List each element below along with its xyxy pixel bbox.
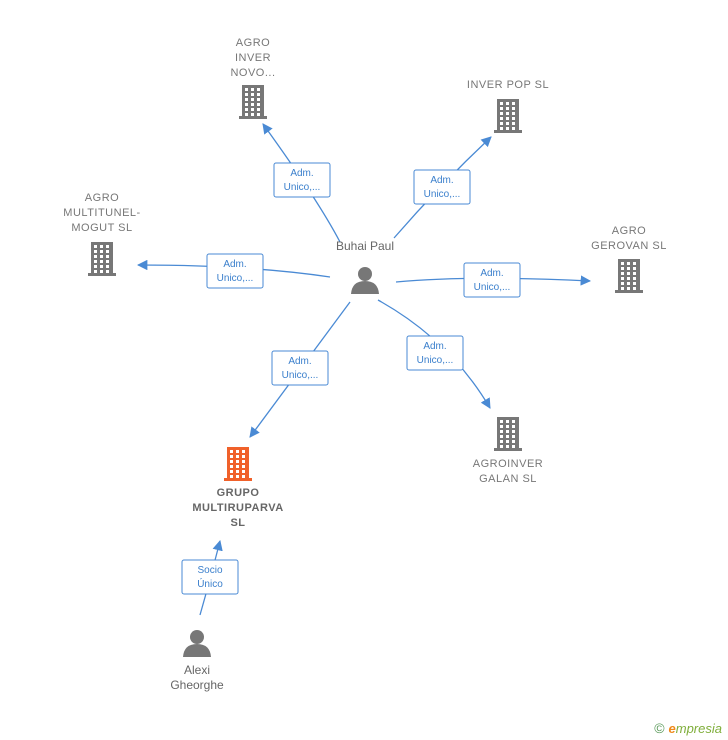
relation-label-text: Adm.: [290, 168, 313, 179]
company-node-agro-gerovan[interactable]: AGRO GEROVAN SL: [591, 225, 667, 293]
company-name: AGRO: [85, 192, 119, 204]
person-name: Buhai Paul: [336, 239, 394, 253]
company-name: MULTIRUPARVA: [192, 502, 283, 514]
company-name: INVER POP SL: [467, 79, 549, 91]
person-icon: [183, 630, 211, 657]
relation-label-text: Unico,...: [417, 355, 454, 366]
company-name: MULTITUNEL-: [63, 207, 140, 219]
relation-label[interactable]: Adm. Unico,...: [413, 169, 471, 205]
company-node-inver-pop[interactable]: INVER POP SL: [467, 79, 549, 133]
company-name: SL: [230, 517, 245, 529]
company-name: AGRO: [236, 37, 270, 49]
relation-label-text: Adm.: [430, 175, 453, 186]
company-name: NOVO...: [230, 67, 275, 79]
building-icon: [494, 417, 522, 451]
relation-label-box: [271, 350, 329, 386]
relation-label-text: Adm.: [288, 356, 311, 367]
person-node-buhai-paul[interactable]: Buhai Paul: [336, 239, 394, 294]
relation-label-text: Unico,...: [284, 182, 321, 193]
relation-label-text: Adm.: [423, 341, 446, 352]
relation-label[interactable]: Adm. Unico,...: [271, 350, 329, 386]
building-icon: [615, 259, 643, 293]
relation-label-box: [406, 335, 464, 371]
building-icon: [239, 85, 267, 119]
relation-buhai-paul-to-agroinver-galan: Adm. Unico,...: [377, 299, 491, 409]
copyright-icon: ©: [654, 720, 665, 736]
brand-logo: ©empresia: [654, 720, 722, 736]
company-name: GALAN SL: [479, 473, 537, 485]
building-icon: [494, 99, 522, 133]
relation-buhai-paul-to-agro-inver-novo: Adm. Unico,...: [262, 123, 341, 243]
company-name: AGRO: [612, 225, 646, 237]
relation-label-text: Unico,...: [282, 370, 319, 381]
person-name: Alexi: [184, 663, 210, 677]
building-icon: [88, 242, 116, 276]
relation-label-box: [413, 169, 471, 205]
relation-buhai-paul-to-agro-multitunel: Adm. Unico,...: [136, 253, 331, 289]
relation-label-text: Socio: [197, 565, 222, 576]
relation-buhai-paul-to-agro-gerovan: Adm. Unico,...: [395, 262, 592, 298]
company-name: GEROVAN SL: [591, 240, 667, 252]
company-node-agroinver-galan[interactable]: AGROINVER GALAN SL: [473, 417, 544, 485]
relation-label-box: [463, 262, 521, 298]
relation-label-box: [206, 253, 264, 289]
company-node-grupo-multiruparva[interactable]: GRUPO MULTIRUPARVA SL: [192, 447, 283, 529]
relation-label[interactable]: Adm. Unico,...: [463, 262, 521, 298]
relation-label-text: Adm.: [480, 268, 503, 279]
company-name: AGROINVER: [473, 458, 544, 470]
company-name: INVER: [235, 52, 271, 64]
person-name: Gheorghe: [170, 678, 224, 692]
relation-label[interactable]: Adm. Unico,...: [273, 162, 331, 198]
company-name: MOGUT SL: [71, 222, 132, 234]
brand-name: mpresia: [675, 721, 722, 736]
brand-e: e: [668, 721, 676, 736]
relation-label-text: Único: [197, 577, 223, 590]
relation-label-text: Adm.: [223, 259, 246, 270]
relation-label-box: [181, 559, 239, 595]
company-name: GRUPO: [217, 487, 260, 499]
person-icon: [351, 267, 379, 294]
company-node-agro-inver-novo[interactable]: AGRO INVER NOVO...: [230, 37, 275, 119]
company-node-agro-multitunel[interactable]: AGRO MULTITUNEL- MOGUT SL: [63, 192, 140, 276]
relation-buhai-paul-to-grupo-multiruparva: Adm. Unico,...: [249, 301, 351, 438]
relation-label[interactable]: Adm. Unico,...: [406, 335, 464, 371]
relation-label[interactable]: Adm. Unico,...: [206, 253, 264, 289]
relation-label-text: Unico,...: [217, 273, 254, 284]
building-icon: [224, 447, 252, 481]
relation-label-text: Unico,...: [424, 189, 461, 200]
relation-label-text: Unico,...: [474, 282, 511, 293]
relation-label-box: [273, 162, 331, 198]
relation-buhai-paul-to-inver-pop: Adm. Unico,...: [393, 136, 492, 239]
